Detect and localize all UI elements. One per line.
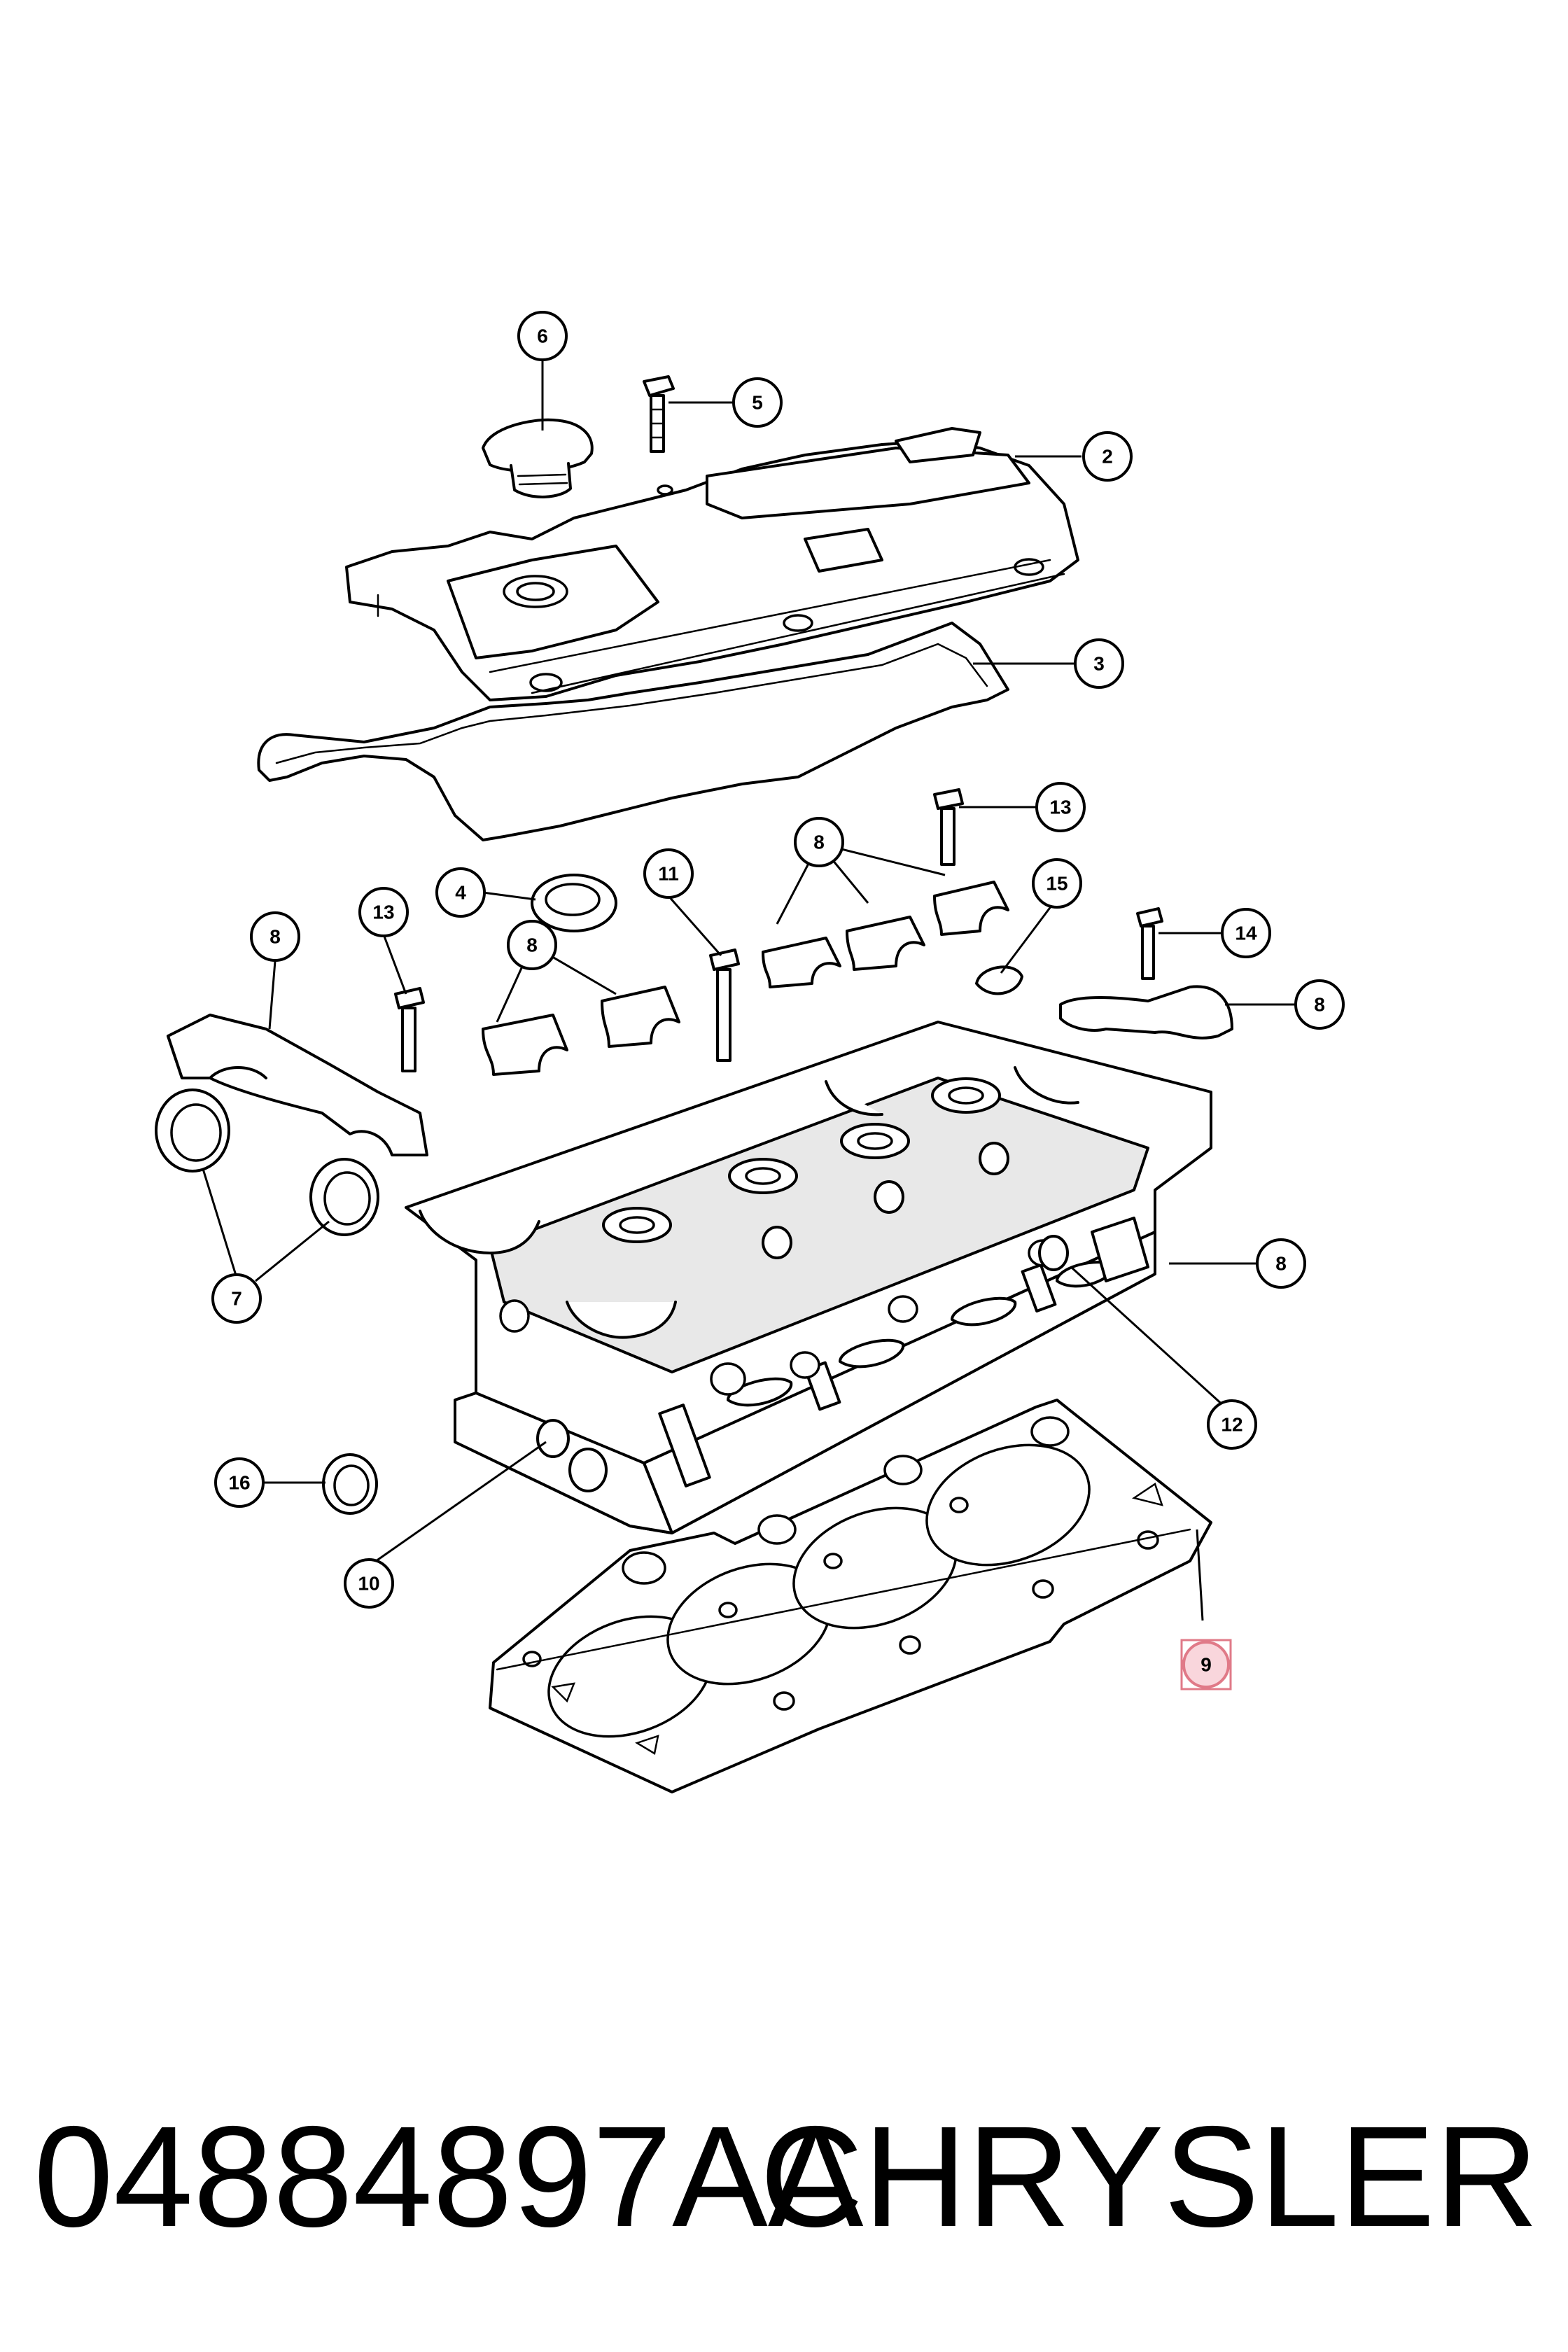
callout-label: 13 xyxy=(372,902,394,923)
valve-cover xyxy=(345,427,1079,701)
callout-label: 8 xyxy=(1314,994,1325,1016)
callout-15[interactable]: 15 xyxy=(1032,858,1082,909)
callout-6[interactable]: 6 xyxy=(517,311,568,361)
callout-14[interactable]: 14 xyxy=(1221,908,1271,958)
cylinder-head xyxy=(405,1021,1212,1534)
callout-label: 8 xyxy=(813,832,825,853)
callout-8c[interactable]: 8 xyxy=(1294,979,1345,1030)
bearing-cap-upper-1 xyxy=(482,881,1009,1076)
callout-16[interactable]: 16 xyxy=(214,1457,265,1508)
callout-label: 15 xyxy=(1046,873,1068,895)
callout-label: 11 xyxy=(658,863,679,885)
callout-5[interactable]: 5 xyxy=(732,377,783,428)
end-cap-right xyxy=(1059,985,1233,1040)
callout-label: 3 xyxy=(1093,653,1105,675)
callout-12[interactable]: 12 xyxy=(1207,1399,1257,1450)
callout-label: 16 xyxy=(228,1472,250,1494)
bolt-13-left xyxy=(394,987,425,1072)
callout-13a[interactable]: 13 xyxy=(1035,782,1086,832)
callout-8a[interactable]: 8 xyxy=(794,817,844,867)
oil-filler-cap xyxy=(482,418,594,498)
brand-name: CHRYSLER xyxy=(760,2096,1539,2257)
callout-8e[interactable]: 8 xyxy=(1256,1238,1306,1289)
callout-label: 9 xyxy=(1200,1654,1212,1676)
bolt-11 xyxy=(709,948,740,1062)
core-plug xyxy=(322,1453,378,1515)
callout-7[interactable]: 7 xyxy=(211,1273,262,1324)
callout-label: 8 xyxy=(526,934,538,956)
callout-label: 14 xyxy=(1235,923,1257,944)
callout-label: 10 xyxy=(358,1573,379,1595)
valve-cover-gasket xyxy=(257,622,1009,841)
footer: 04884897AA CHRYSLER xyxy=(34,2086,1539,2268)
callout-label: 12 xyxy=(1221,1414,1242,1436)
callout-label: 5 xyxy=(752,392,763,414)
callout-label: 13 xyxy=(1049,797,1071,818)
callout-label: 8 xyxy=(270,926,281,948)
callout-4[interactable]: 4 xyxy=(435,867,486,918)
callout-10[interactable]: 10 xyxy=(344,1558,394,1609)
end-cap-left xyxy=(167,1014,428,1156)
callout-label: 2 xyxy=(1102,446,1113,468)
bolt-14 xyxy=(1136,907,1163,980)
seal-left-1 xyxy=(155,1088,230,1172)
head-gasket xyxy=(489,1399,1212,1793)
callout-13b[interactable]: 13 xyxy=(358,887,409,937)
camshaft-seal xyxy=(531,874,617,932)
callout-label: 6 xyxy=(537,326,548,347)
callout-3[interactable]: 3 xyxy=(1074,638,1124,689)
callout-2[interactable]: 2 xyxy=(1082,431,1133,482)
callout-8b[interactable]: 8 xyxy=(507,920,557,970)
cam-plug xyxy=(975,965,1023,995)
highlight-box xyxy=(1180,1639,1232,1690)
cover-bolt xyxy=(643,375,675,453)
callout-label: 8 xyxy=(1275,1253,1287,1275)
callout-8d[interactable]: 8 xyxy=(250,911,300,962)
seal-left-2 xyxy=(309,1158,379,1236)
callout-11[interactable]: 11 xyxy=(643,848,694,899)
callout-label: 7 xyxy=(231,1288,242,1310)
bolt-13-right xyxy=(933,788,964,866)
callout-label: 4 xyxy=(455,882,466,904)
callout-9[interactable]: 9 xyxy=(1180,1639,1232,1690)
part-number: 04884897AA xyxy=(34,2096,864,2257)
